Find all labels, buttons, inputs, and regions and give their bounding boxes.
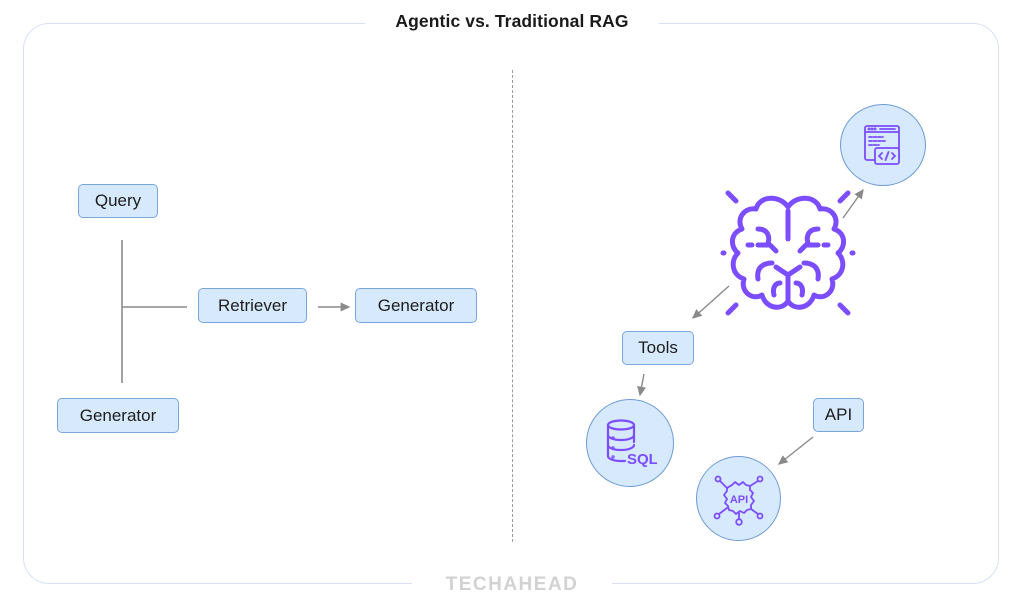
api-gear-node: API (696, 456, 781, 541)
brain-to-tools-arrow (691, 285, 730, 319)
code-window-icon (864, 125, 900, 165)
sql-database-node: SQL (586, 399, 674, 487)
generator-node-right: Generator (355, 288, 477, 323)
query-node: Query (78, 184, 158, 218)
code-window-node (840, 104, 926, 186)
retriever-node: Retriever (198, 288, 307, 323)
generator-node-bottom: Generator (57, 398, 179, 433)
sql-database-icon: SQL (606, 419, 657, 468)
tools-to-sql-arrow (637, 373, 646, 397)
brain-icon (720, 190, 856, 316)
tools-node: Tools (622, 331, 694, 365)
section-divider (512, 70, 513, 542)
brain-to-code-arrow (842, 188, 864, 219)
api-node: API (813, 398, 864, 432)
api-to-gear-arrow (777, 436, 814, 465)
api-icon-label: API (729, 494, 747, 506)
api-gear-icon: API (713, 475, 763, 526)
footer-brand-logo: TECHAHEAD (412, 572, 612, 598)
sql-icon-label: SQL (627, 451, 657, 468)
diagram-title: Agentic vs. Traditional RAG (365, 6, 659, 36)
